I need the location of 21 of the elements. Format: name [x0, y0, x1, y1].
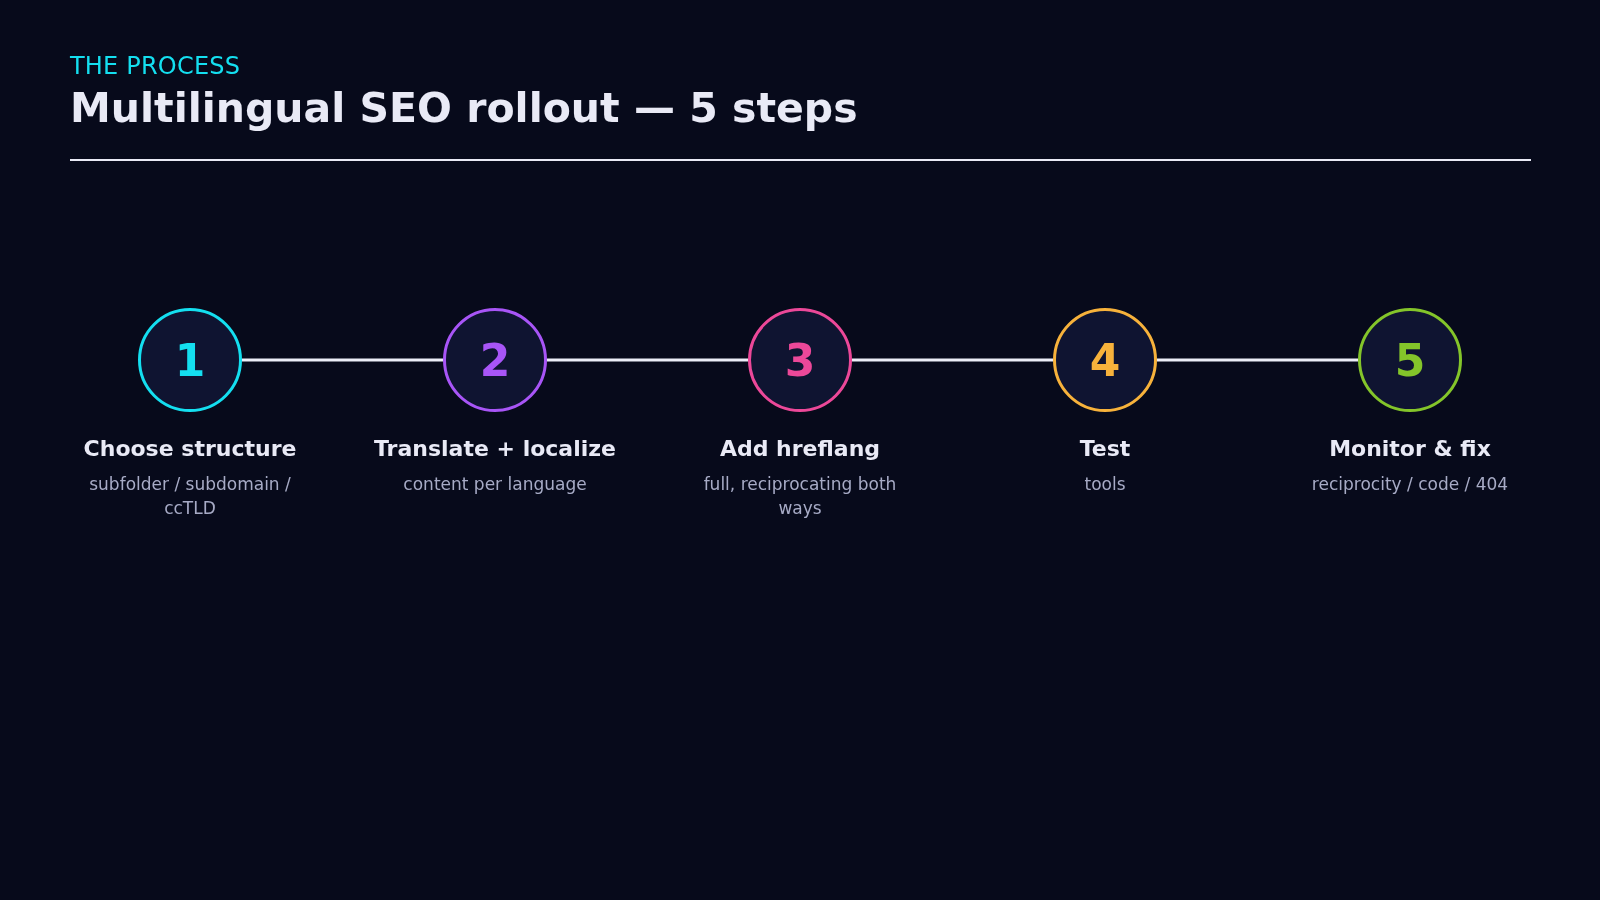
- connector-line: [852, 358, 1053, 362]
- step-title: Test: [1078, 436, 1132, 461]
- step-description: subfolder / subdomain / ccTLD: [88, 473, 292, 520]
- step-description: content per language: [402, 473, 588, 496]
- step-circle: 3: [748, 308, 852, 412]
- step-title: Monitor & fix: [1328, 436, 1492, 461]
- step-circle: 5: [1358, 308, 1462, 412]
- step-description: tools: [1083, 473, 1127, 496]
- connector-line: [242, 358, 443, 362]
- section-kicker: THE PROCESS: [70, 52, 241, 80]
- page-title: Multilingual SEO rollout — 5 steps: [70, 84, 858, 132]
- connector-line: [547, 358, 748, 362]
- step-title: Translate + localize: [373, 436, 617, 461]
- step-circle: 2: [443, 308, 547, 412]
- step-circle: 1: [138, 308, 242, 412]
- step-description: full, reciprocating both ways: [702, 473, 898, 520]
- step-title: Choose structure: [82, 436, 298, 461]
- step-circle: 4: [1053, 308, 1157, 412]
- step-description: reciprocity / code / 404: [1310, 473, 1510, 496]
- step-title: Add hreflang: [718, 436, 882, 461]
- connector-line: [1157, 358, 1358, 362]
